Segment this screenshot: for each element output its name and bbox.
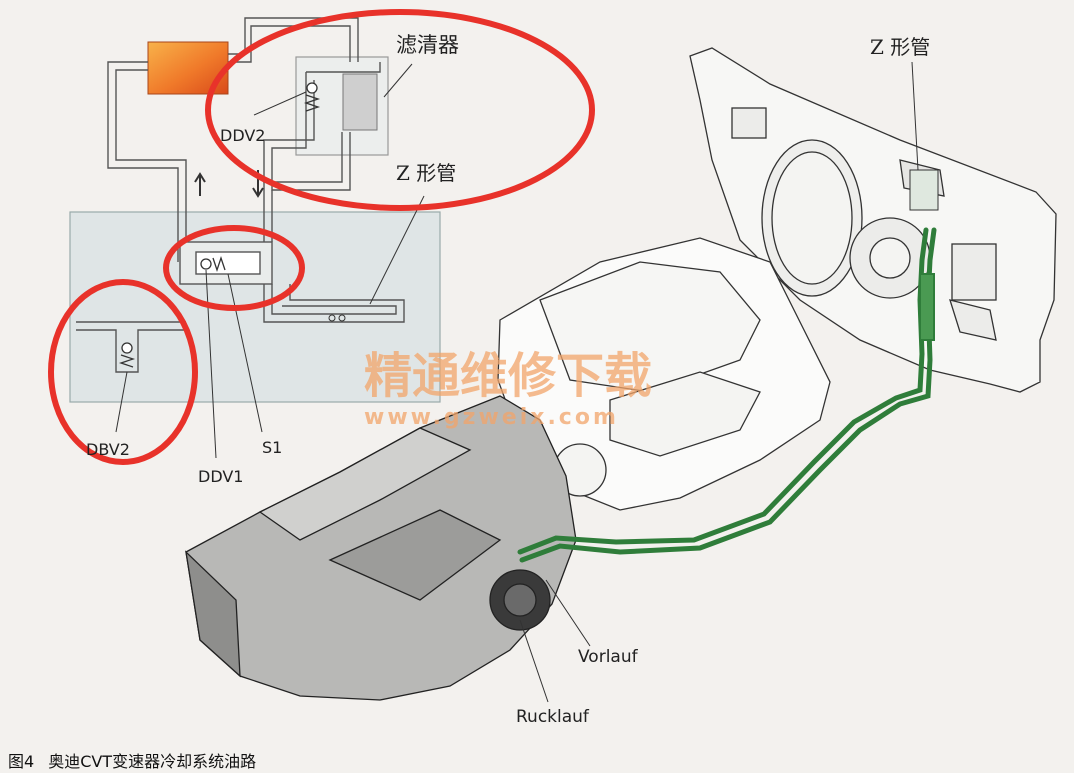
- vehicle-illustration: Z 形管 Vorlauf Rucklauf: [185, 35, 1057, 727]
- z-tube-label-schematic: Z 形管: [396, 161, 456, 185]
- z-tube-coil: [909, 169, 939, 211]
- schematic: 滤清器 Z 形管 DDV2 DBV2 DDV1 S1: [48, 9, 595, 486]
- highlight-filter-circle: [205, 9, 595, 211]
- ddv2-valve: [303, 82, 321, 112]
- filter-label: 滤清器: [396, 33, 459, 57]
- ddv1-label: DDV1: [198, 467, 243, 486]
- watermark-chinese: 精通维修下载: [364, 348, 652, 404]
- flow-arrow-up-icon: [194, 172, 206, 196]
- figure-caption: 图4 奥迪CVT变速器冷却系统油路: [8, 748, 256, 772]
- z-tube-label-illustration: Z 形管: [870, 35, 930, 59]
- leader-lines: [115, 63, 425, 459]
- illustration-leader-lines: [519, 61, 919, 703]
- dbv2-label: DBV2: [86, 440, 130, 459]
- cooling-pipes: [517, 227, 937, 563]
- rucklauf-label: Rucklauf: [516, 707, 590, 727]
- ddv1-valve: [200, 255, 226, 273]
- z-tube-fitting: [328, 314, 336, 322]
- figure-number: 图4: [8, 752, 35, 771]
- watermark-url: www.gzweix.com: [364, 405, 619, 430]
- highlight-dbv2-circle: [48, 279, 198, 465]
- vorlauf-label: Vorlauf: [578, 647, 639, 667]
- figure-caption-text: 奥迪CVT变速器冷却系统油路: [48, 752, 257, 771]
- z-tube-fitting: [338, 314, 346, 322]
- engine-block: [497, 237, 831, 511]
- highlight-circles: [48, 9, 595, 465]
- dbv2-valve: [118, 342, 136, 368]
- highlight-s1-circle: [163, 225, 305, 311]
- filter-element: [342, 73, 378, 131]
- ddv2-label: DDV2: [220, 126, 265, 145]
- s1-label: S1: [262, 438, 282, 457]
- transmission-case: [185, 395, 577, 701]
